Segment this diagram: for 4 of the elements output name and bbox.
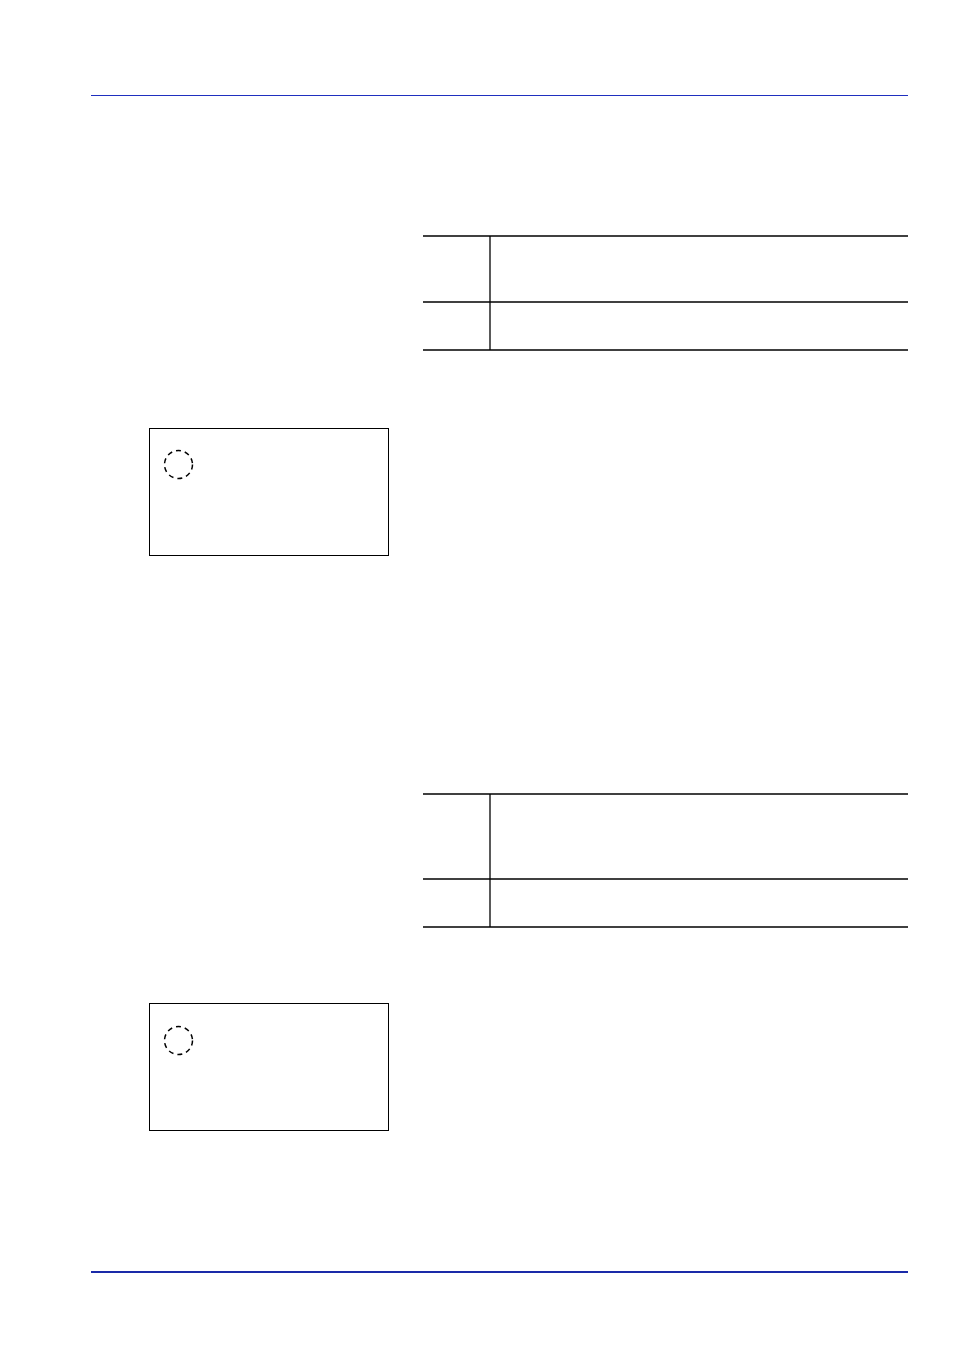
indicator-circle xyxy=(163,1025,194,1056)
indicator-circle xyxy=(163,449,194,480)
display-panel xyxy=(149,1003,389,1131)
display-panel xyxy=(149,428,389,556)
